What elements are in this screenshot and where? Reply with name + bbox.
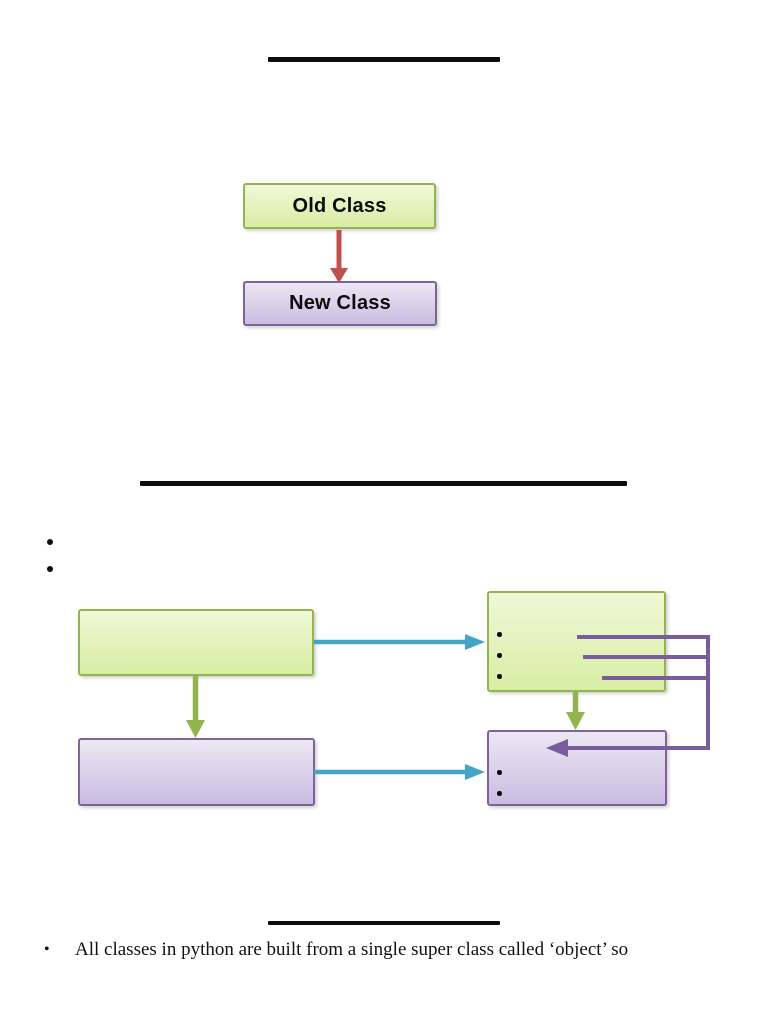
section2-title-underline — [140, 481, 627, 486]
bottom-bullet-line: • All classes in python are built from a… — [44, 939, 744, 961]
down-arrow-green-icon — [186, 676, 205, 738]
bullet-marker — [497, 632, 502, 637]
section1-title-underline — [268, 57, 500, 62]
right-arrow-teal-icon — [314, 764, 485, 780]
bullet-marker — [497, 653, 502, 658]
old-class-label: Old Class — [292, 194, 387, 217]
diagram-left-purple-box — [78, 738, 315, 806]
diagram-right-purple-box — [487, 730, 667, 806]
bullet-marker — [497, 674, 502, 679]
section3-title-underline — [268, 921, 500, 925]
old-class-box: Old Class — [243, 183, 436, 229]
bottom-bullet-text: All classes in python are built from a s… — [75, 939, 629, 960]
diagram-right-green-box — [487, 591, 666, 692]
bullet-marker: • — [44, 941, 50, 958]
bullet-marker — [47, 539, 53, 545]
connector-arrow-purple-icon — [546, 635, 710, 757]
bullet-marker — [497, 791, 502, 796]
new-class-box: New Class — [243, 281, 437, 326]
down-arrow-red-icon — [330, 230, 348, 283]
bullet-marker — [497, 770, 502, 775]
diagram-left-green-box — [78, 609, 314, 676]
right-arrow-teal-icon — [314, 634, 485, 650]
down-arrow-green-icon — [566, 692, 585, 730]
bullet-marker — [47, 566, 53, 572]
new-class-label: New Class — [289, 292, 391, 314]
